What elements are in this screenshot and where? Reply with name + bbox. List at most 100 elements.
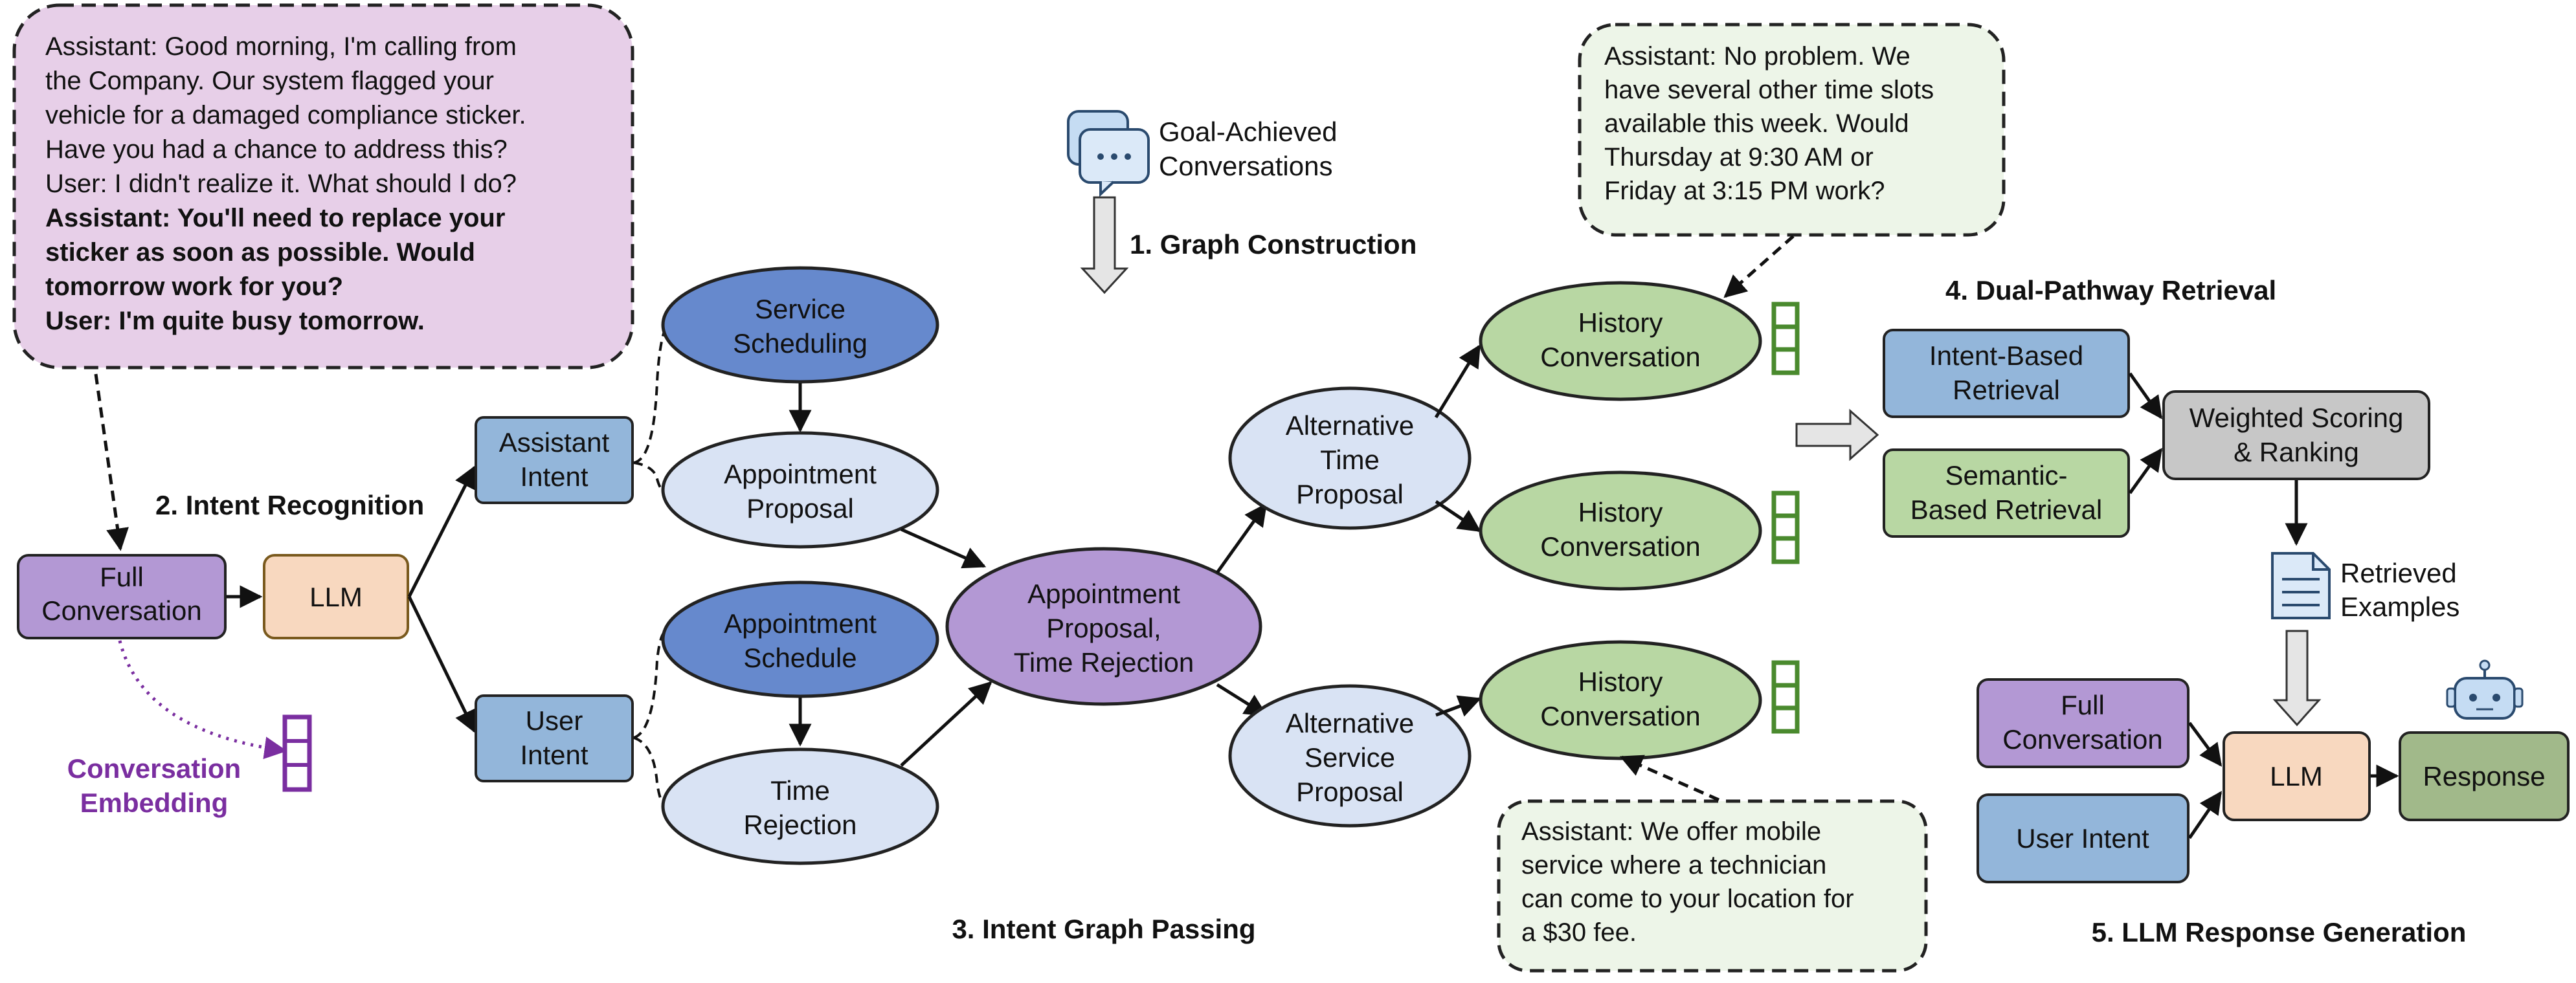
node-label: Semantic- — [1945, 460, 2067, 491]
history-conversation-node: History Conversation — [1479, 640, 1762, 760]
node-label: Assistant — [499, 427, 610, 458]
node-label: Appointment — [724, 459, 877, 489]
bubble-line-bold: sticker as soon as possible. Would — [45, 238, 475, 267]
bubble-line: service where a technician — [1521, 851, 1826, 879]
intent-based-retrieval-node: Intent-Based Retrieval — [1883, 329, 2130, 418]
embedding-vector-icon — [282, 714, 312, 792]
history-conversation-node: History Conversation — [1479, 281, 1762, 401]
down-block-arrow — [2272, 630, 2322, 727]
node-label: Based Retrieval — [1910, 494, 2102, 525]
robot-icon — [2446, 659, 2524, 720]
node-label: Conversation — [1540, 701, 1700, 731]
node-label: History — [1578, 667, 1663, 697]
bubble-line: the Company. Our system flagged your — [45, 67, 494, 95]
semantic-based-retrieval-node: Semantic- Based Retrieval — [1883, 448, 2130, 538]
node-label: User Intent — [2016, 823, 2149, 854]
retrieved-examples-label: Examples — [2340, 591, 2459, 622]
node-label: & Ranking — [2234, 437, 2359, 467]
down-block-arrow — [1080, 196, 1129, 294]
center-intent-node: Appointment Proposal, Time Rejection — [945, 547, 1262, 706]
node-label: Time — [770, 775, 830, 806]
stage-3-label: 3. Intent Graph Passing — [952, 914, 1255, 944]
node-label: Intent-Based — [1929, 340, 2083, 371]
appointment-schedule-node: Appointment Schedule — [661, 580, 939, 698]
bubble-line-bold: Assistant: You'll need to replace your — [45, 204, 505, 232]
node-label: LLM — [309, 582, 363, 612]
node-label: Full — [2061, 690, 2105, 720]
embedding-label: Embedding — [80, 788, 229, 818]
node-label: Proposal, — [1046, 613, 1161, 643]
node-label: Conversation — [1540, 342, 1700, 372]
bubble-line: Friday at 3:15 PM work? — [1604, 177, 1885, 205]
node-label: Retrieval — [1953, 375, 2060, 405]
node-label: Alternative — [1286, 410, 1414, 441]
node-label: Schedule — [743, 643, 857, 673]
bubble-line: User: I didn't realize it. What should I… — [45, 170, 517, 198]
bubble-line: vehicle for a damaged compliance sticker… — [45, 101, 526, 129]
node-label: Time — [1320, 445, 1380, 475]
node-label: Alternative — [1286, 708, 1414, 738]
node-label: Rejection — [743, 810, 857, 840]
right-block-arrow — [1795, 408, 1879, 461]
node-label: Scheduling — [733, 328, 868, 359]
history-vector-icon — [1771, 302, 1800, 375]
conversation-bubble: Assistant: Good morning, I'm calling fro… — [12, 3, 634, 370]
node-label: Appointment — [1027, 579, 1180, 609]
history-vector-icon — [1771, 491, 1800, 564]
node-label: Response — [2423, 761, 2545, 791]
bubble-line: Assistant: Good morning, I'm calling fro… — [45, 32, 517, 61]
node-label: Conversation — [41, 595, 201, 626]
node-label: Service — [755, 294, 846, 324]
llm-node: LLM — [263, 554, 409, 639]
bubble-line: Thursday at 9:30 AM or — [1604, 143, 1874, 171]
alt-service-response-bubble: Assistant: We offer mobile service where… — [1497, 799, 1928, 973]
alternative-service-proposal-node: Alternative Service Proposal — [1228, 684, 1472, 828]
node-label: Full — [100, 562, 144, 592]
appointment-proposal-node: Appointment Proposal — [661, 431, 939, 549]
node-label: Proposal — [1296, 479, 1404, 509]
alternative-time-proposal-node: Alternative Time Proposal — [1228, 386, 1472, 530]
node-label: Proposal — [746, 493, 854, 524]
bubble-line: can come to your location for — [1521, 885, 1854, 913]
node-label: History — [1578, 497, 1663, 527]
service-scheduling-node: Service Scheduling — [661, 266, 939, 384]
stage-1-label: 1. Graph Construction — [1130, 229, 1417, 260]
time-rejection-node: Time Rejection — [661, 747, 939, 865]
embedding-label: Conversation — [67, 753, 241, 784]
stage-4-label: 4. Dual-Pathway Retrieval — [1945, 275, 2276, 305]
bubble-line: have several other time slots — [1604, 76, 1934, 104]
user-intent-node: User Intent — [475, 694, 634, 782]
goal-achieved-label: Goal-Achieved — [1159, 116, 1337, 147]
stage-2-label: 2. Intent Recognition — [155, 490, 424, 520]
history-conversation-node: History Conversation — [1479, 470, 1762, 591]
weighted-scoring-node: Weighted Scoring & Ranking — [2162, 390, 2430, 480]
document-icon — [2271, 552, 2331, 619]
node-label: Intent — [520, 740, 588, 770]
assistant-intent-node: Assistant Intent — [475, 416, 634, 504]
node-label: LLM — [2270, 761, 2323, 791]
goal-achieved-label: Conversations — [1159, 151, 1332, 181]
node-label: Intent — [520, 461, 588, 492]
bubble-line: available this week. Would — [1604, 109, 1909, 138]
stage-5-label: 5. LLM Response Generation — [2092, 917, 2467, 947]
node-label: Service — [1305, 742, 1395, 773]
node-label: Proposal — [1296, 777, 1404, 807]
node-label: History — [1578, 307, 1663, 338]
gen-full-conversation-node: Full Conversation — [1977, 678, 2190, 768]
bubble-line: Assistant: We offer mobile — [1521, 817, 1821, 846]
full-conversation-node: Full Conversation — [17, 554, 227, 639]
node-label: Weighted Scoring — [2190, 403, 2404, 433]
bubble-line-bold: User: I'm quite busy tomorrow. — [45, 307, 425, 335]
bubble-line-bold: tomorrow work for you? — [45, 272, 343, 301]
gen-user-intent-node: User Intent — [1977, 793, 2190, 883]
node-label: Appointment — [724, 608, 877, 639]
node-label: Time Rejection — [1014, 647, 1194, 678]
response-node: Response — [2399, 731, 2570, 821]
node-label: Conversation — [2002, 724, 2162, 755]
retrieved-examples-label: Retrieved — [2340, 558, 2457, 588]
node-label: User — [526, 705, 583, 736]
alt-time-response-bubble: Assistant: No problem. We have several o… — [1578, 23, 2006, 237]
chat-bubbles-icon — [1067, 110, 1150, 197]
bubble-line: a $30 fee. — [1521, 918, 1637, 947]
